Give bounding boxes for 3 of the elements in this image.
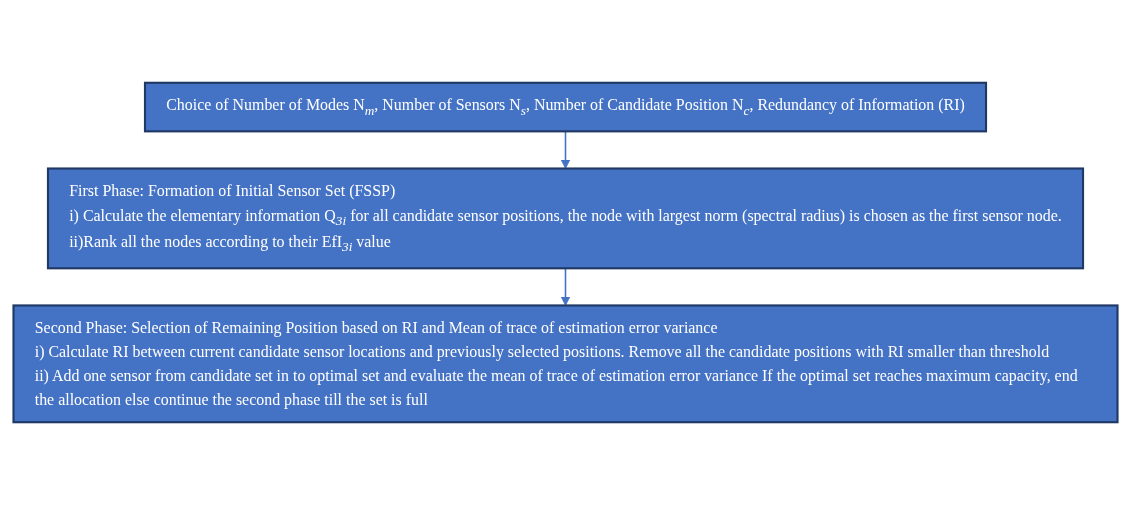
node-box: First Phase: Formation of Initial Sensor Set (FSSP) i) Calculate the elementary information Q$_{3i}$ for all candidate sensor positions, the node with largest norm (spectral radius) is chosen as the first sensor node. ii)Rank all the nodes according to their EfI$_{3i}$ value (46, 167, 1085, 270)
node-box: Second Phase: Selection of Remaining Position based on RI and Mean of trace of estimation error variance i) Calculate RI between current candidate sensor locations and previously selected positions. Remove all the candidate positions with RI smaller than threshold ii) Add one sensor from candidate set in to optimal set and evaluate the mean of trace of estimation error variance If the optimal set reaches maximum capacity, end the allocation else continue the second phase till the set is full (12, 304, 1119, 424)
node-box: Choice of Number of Modes N$_{m}$, Number of Sensors N$_{s}$, Number of Candidate Position N$_{c}$, Redundancy of Information (RI) (143, 81, 988, 133)
